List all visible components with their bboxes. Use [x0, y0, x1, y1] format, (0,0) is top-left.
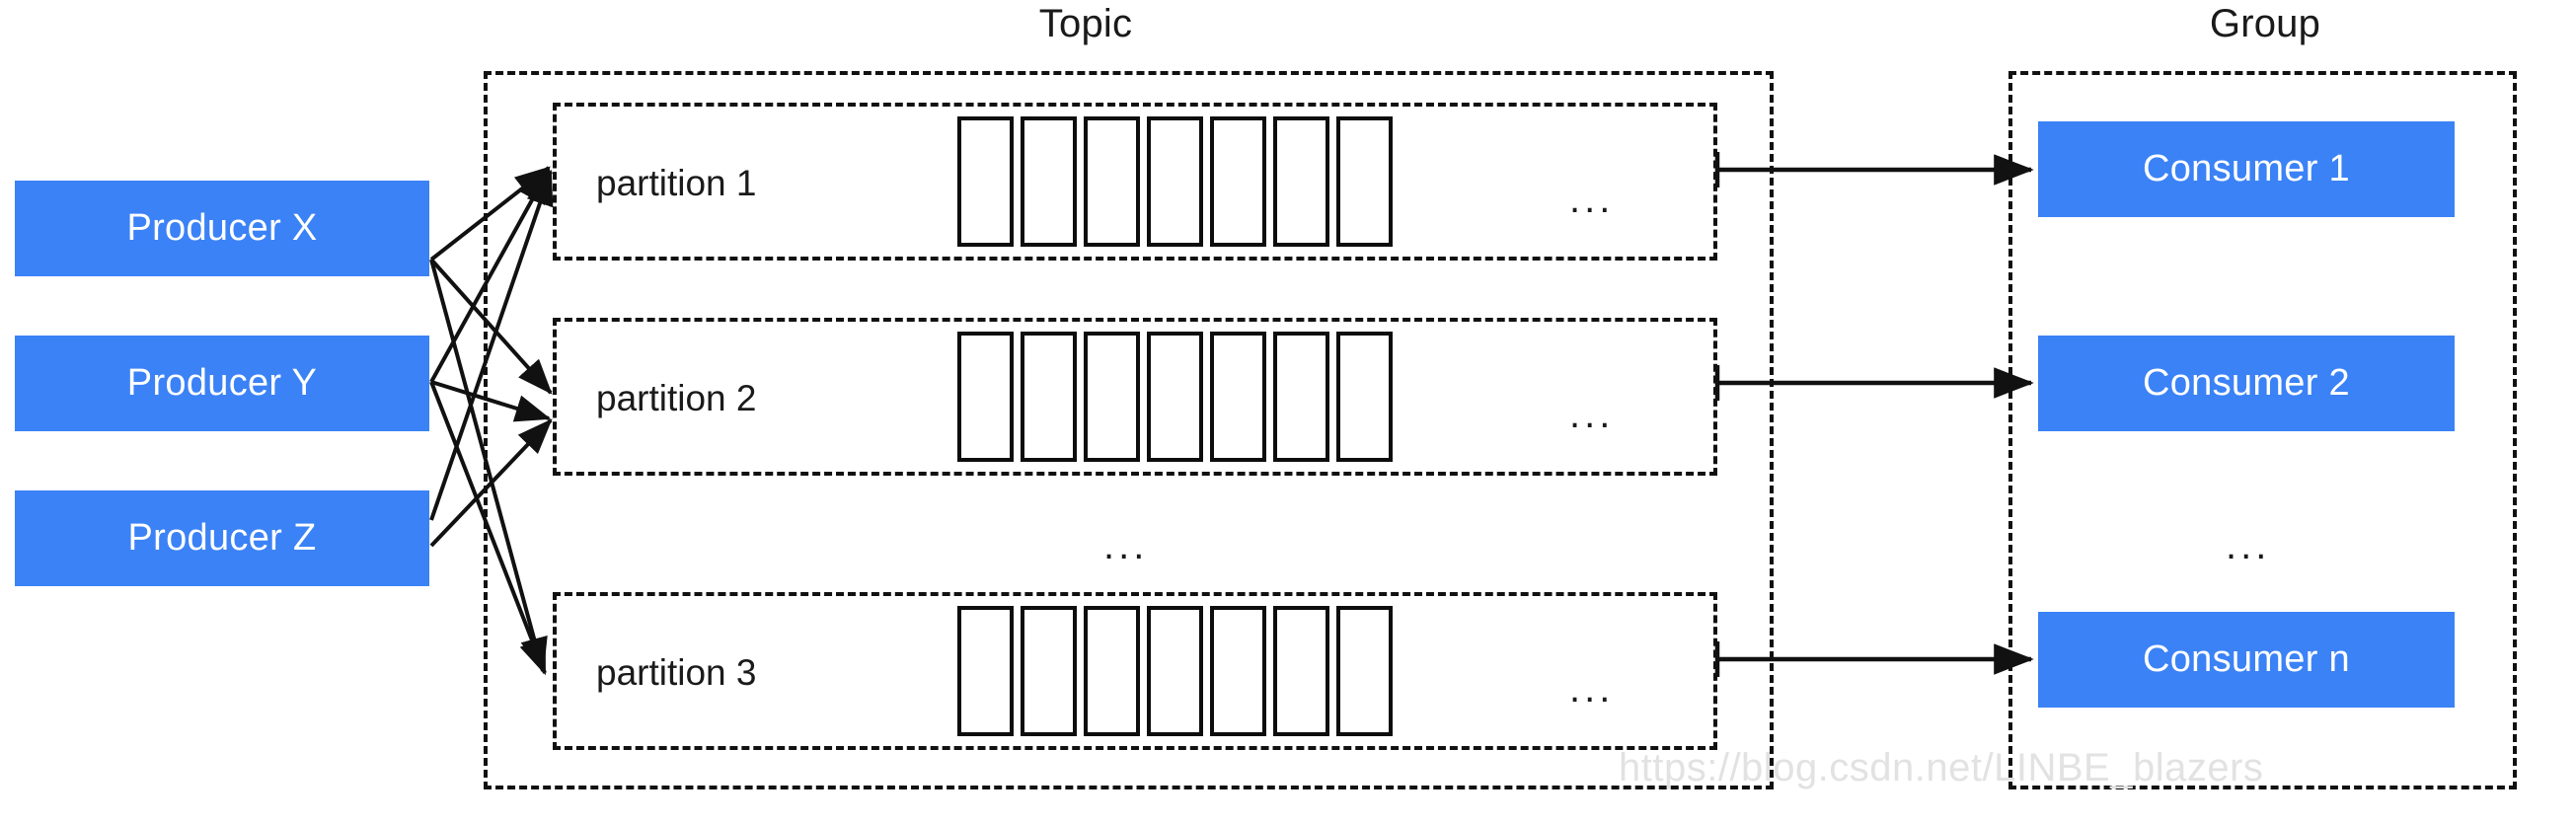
message-cell — [1336, 116, 1393, 247]
message-cell — [957, 332, 1014, 462]
partition-2-message-strip — [957, 332, 1393, 462]
consumer-box-2[interactable]: Consumer 2 — [2038, 336, 2455, 431]
producer-label-x: Producer X — [126, 207, 318, 249]
message-cell — [1084, 332, 1140, 462]
message-cell — [1021, 606, 1077, 736]
group-middle-dots: ... — [2226, 524, 2271, 567]
partition-1-dots: ... — [1569, 178, 1615, 221]
message-cell — [1273, 116, 1329, 247]
partition-3-label: partition 3 — [596, 652, 757, 693]
message-cell — [1021, 332, 1077, 462]
message-cell — [957, 606, 1014, 736]
message-cell — [1273, 606, 1329, 736]
consumer-label-1: Consumer 1 — [2143, 148, 2350, 189]
producer-label-y: Producer Y — [126, 362, 318, 404]
producer-label-z: Producer Z — [127, 517, 317, 559]
watermark-text: https://blog.csdn.net/LINBE_blazers — [1619, 746, 2264, 789]
partition-2-label: partition 2 — [596, 378, 757, 418]
message-cell — [1210, 332, 1266, 462]
message-cell — [1147, 116, 1203, 247]
topic-title: Topic — [1038, 2, 1133, 45]
partition-2-dots: ... — [1569, 393, 1615, 436]
group-container — [2008, 71, 2517, 789]
message-cell — [1210, 116, 1266, 247]
group-title: Group — [2209, 2, 2321, 45]
message-cell — [1210, 606, 1266, 736]
message-cell — [1273, 332, 1329, 462]
producer-box-y[interactable]: Producer Y — [15, 336, 429, 431]
partition-1-message-strip — [957, 116, 1393, 247]
consumer-box-1[interactable]: Consumer 1 — [2038, 121, 2455, 217]
message-cell — [1021, 116, 1077, 247]
partition-1-label: partition 1 — [596, 163, 757, 203]
message-cell — [1336, 606, 1393, 736]
partition-3-message-strip — [957, 606, 1393, 736]
consumer-label-2: Consumer 2 — [2143, 362, 2350, 404]
consumer-box-n[interactable]: Consumer n — [2038, 612, 2455, 708]
message-cell — [1336, 332, 1393, 462]
message-cell — [1147, 606, 1203, 736]
message-cell — [1084, 116, 1140, 247]
partition-3-dots: ... — [1569, 667, 1615, 711]
producer-box-x[interactable]: Producer X — [15, 181, 429, 276]
consumer-label-n: Consumer n — [2143, 638, 2350, 680]
message-cell — [1084, 606, 1140, 736]
producer-box-z[interactable]: Producer Z — [15, 490, 429, 586]
topic-middle-dots: ... — [1103, 524, 1149, 567]
message-cell — [957, 116, 1014, 247]
message-cell — [1147, 332, 1203, 462]
